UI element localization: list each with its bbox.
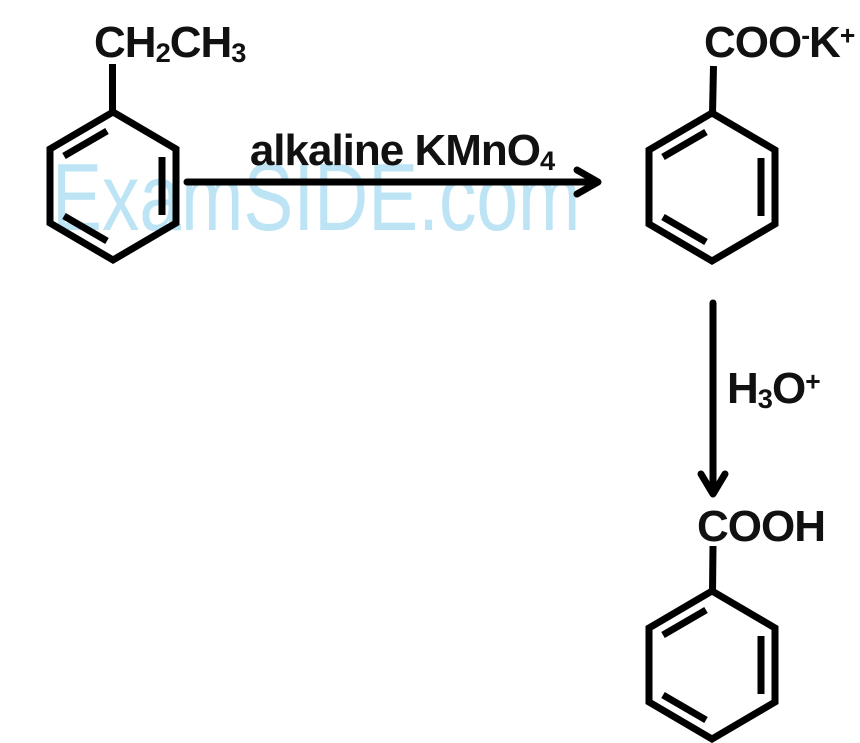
step2-reaction-arrow [697,299,729,498]
reactant-benzene-ring [50,112,176,260]
product-substituent-bond [709,545,717,593]
formula-part-subscript: 3 [757,382,773,414]
formula-part-subscript: 2 [155,36,171,68]
formula-part-subscript: 3 [231,36,246,68]
product-substituent-label: COOH [697,502,826,551]
step1-reagent-label: alkaline KMnO4 [249,126,555,176]
formula-part: CH [169,18,233,67]
formula-part: alkaline KMnO [249,126,541,175]
intermediate-substituent-label: COO-K+ [704,18,855,67]
reactant-substituent-label: CH2CH3 [94,18,246,68]
formula-part-superscript: + [805,366,820,397]
watermark-text: ExamSIDE.com [52,144,581,251]
formula-part: COO [704,18,802,67]
step2-reagent-label: H3O+ [727,364,821,414]
formula-part-superscript: + [839,20,855,51]
formula-part: COOH [697,502,826,551]
product-benzene-ring [649,591,775,739]
formula-part: H [727,364,759,413]
formula-part: CH [94,18,157,67]
formula-part: O [771,364,806,413]
formula-part: K [809,18,841,67]
intermediate-benzene-ring [649,113,775,261]
formula-part-superscript: - [801,20,810,51]
step1-reaction-arrow [183,166,602,198]
formula-part-subscript: 4 [540,144,555,176]
intermediate-substituent-bond [709,65,717,115]
